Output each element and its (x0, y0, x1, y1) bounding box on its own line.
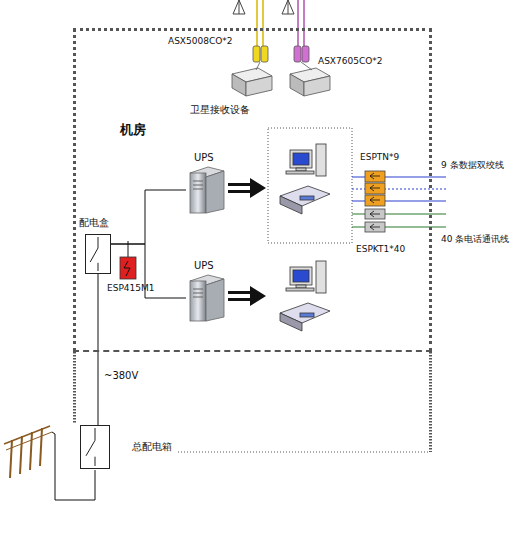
part-label: ESPTN*9 (360, 152, 399, 163)
power-pole (4, 426, 52, 478)
ups-icon (186, 273, 226, 323)
main-distribution-box: 总配电箱 (80, 425, 174, 469)
satellite-receiver (232, 62, 330, 96)
wire (128, 241, 129, 257)
equipment-group (268, 128, 352, 243)
signal-protector (365, 171, 385, 232)
switch-box (85, 234, 111, 274)
power-arrow (228, 178, 266, 306)
region-title: 机房 (120, 121, 146, 139)
power-wire (98, 274, 99, 425)
part-label: 9 条数据双绞线 (441, 160, 504, 171)
ups-node: UPS (186, 151, 226, 215)
box-label: 配电盒 (79, 216, 111, 230)
part-label: ASX7605CO*2 (318, 56, 383, 67)
ups-label: UPS (194, 151, 226, 165)
distribution-box: 配电盒 (79, 216, 111, 274)
ups-label: UPS (194, 259, 226, 273)
box-label: 总配电箱 (130, 440, 174, 454)
building-outline (75, 352, 431, 452)
voltage-label: ~380V (104, 370, 138, 381)
computer (280, 144, 330, 331)
power-protector (120, 257, 136, 279)
switch-box (80, 425, 110, 469)
antenna-cable (257, 0, 304, 48)
surge-protector (253, 46, 309, 62)
part-label: ESPKT1*40 (356, 244, 405, 255)
part-label: ASX5008CO*2 (168, 36, 233, 47)
ups-node: UPS (186, 259, 226, 323)
part-label: 40 条电话通讯线 (441, 234, 509, 245)
ups-icon (186, 165, 226, 215)
part-label: ESP415M1 (107, 283, 155, 294)
room-region: 机房 UPS UPS 配电盒 (73, 28, 432, 352)
part-label: 卫星接收设备 (190, 104, 250, 115)
power-wire (111, 190, 186, 244)
